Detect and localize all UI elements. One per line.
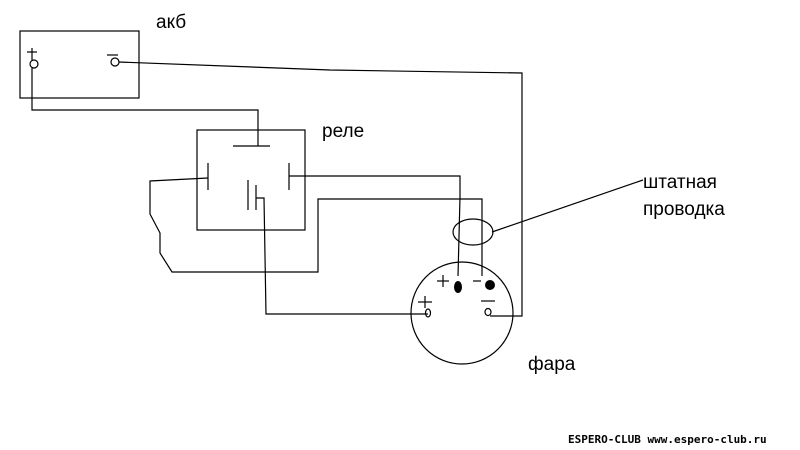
battery-plus-terminal bbox=[27, 48, 39, 69]
headlight-high-minus-dot bbox=[485, 280, 495, 290]
headlight-label: фара bbox=[528, 354, 576, 375]
battery-label: акб bbox=[156, 12, 186, 33]
headlight-circle bbox=[410, 261, 514, 365]
wire-relay-to-headlight-plus bbox=[256, 197, 428, 315]
headlight-plus-terminal bbox=[418, 296, 432, 318]
relay-box bbox=[196, 129, 306, 231]
wire-battery-plus-to-relay bbox=[31, 68, 259, 146]
battery-minus-terminal bbox=[107, 54, 120, 67]
headlight-high-plus-dot bbox=[454, 281, 462, 293]
stock-wiring-label-line2: проводка bbox=[643, 199, 725, 220]
wire-relay-to-stock-wiring bbox=[289, 175, 461, 277]
headlight-minus-terminal bbox=[481, 300, 495, 317]
wire-relay-coil-ground-loop bbox=[149, 177, 483, 276]
pointer-stock-wiring bbox=[491, 179, 644, 233]
battery-box bbox=[19, 30, 140, 99]
relay-label: реле bbox=[322, 121, 364, 142]
stock-wiring-label-line1: штатная bbox=[643, 172, 717, 193]
wire-battery-minus-to-ground bbox=[118, 61, 523, 317]
watermark: ESPERO-CLUB www.espero-club.ru bbox=[568, 433, 767, 446]
